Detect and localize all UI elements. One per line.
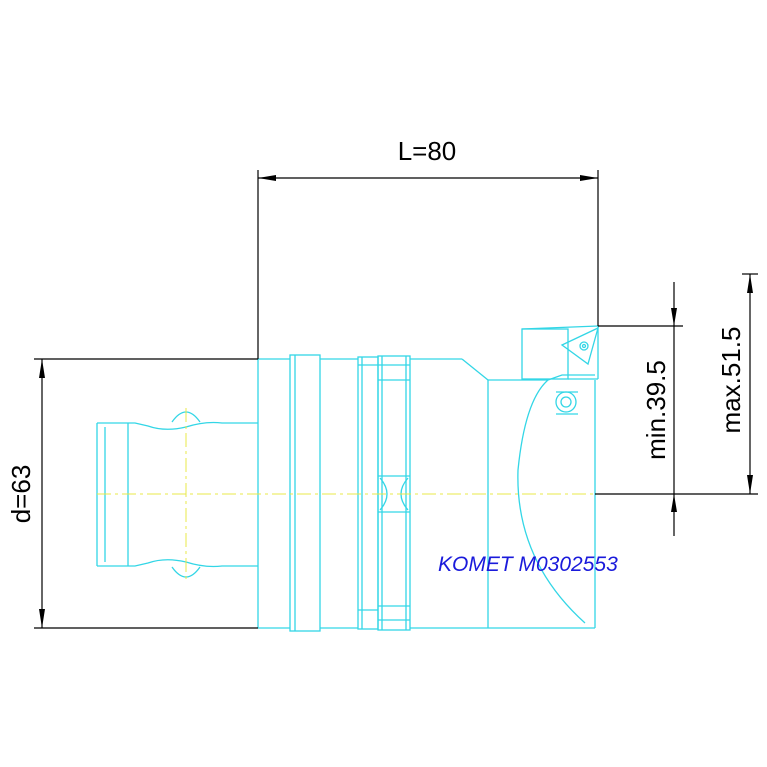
max-radius-dimension-label: max.51.5 [716, 327, 746, 434]
diameter-dimension-label: d=63 [6, 465, 36, 524]
length-dimension-label: L=80 [398, 136, 457, 166]
collar [257, 354, 379, 632]
insert-holder [521, 325, 600, 415]
tool-outline [96, 325, 600, 632]
adjustment-nut [377, 355, 411, 631]
part-number-label: KOMET M0302553 [438, 553, 618, 576]
tool-body [410, 358, 596, 629]
dimension-lines [34, 170, 758, 629]
min-radius-dimension-label: min.39.5 [641, 360, 671, 460]
centerline [97, 408, 595, 582]
